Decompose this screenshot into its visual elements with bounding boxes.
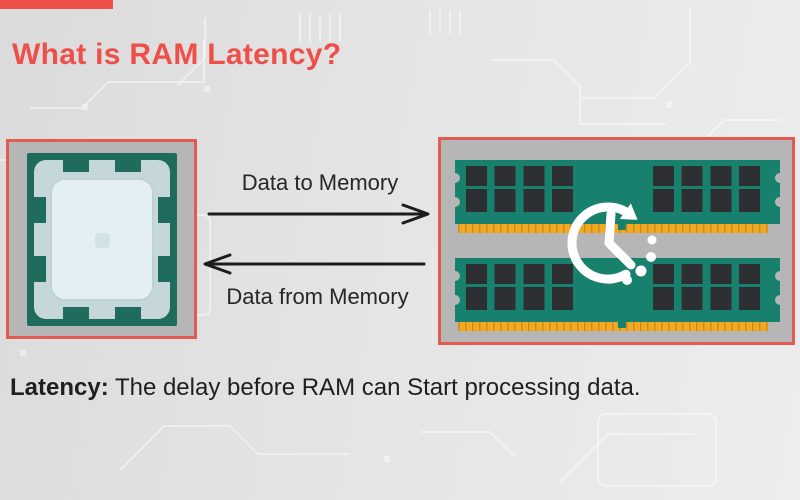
ram-illustration <box>438 137 795 345</box>
cpu-illustration <box>6 139 197 339</box>
ram-edge-notch <box>775 173 785 183</box>
data-from-memory-label: Data from Memory <box>226 284 409 309</box>
ram-edge-notch <box>450 271 460 281</box>
page-title: What is RAM Latency? <box>12 38 342 71</box>
ram-chips <box>653 166 760 186</box>
definition-text: The delay before RAM can Start processin… <box>114 374 641 401</box>
top-accent-bar <box>0 0 113 9</box>
arrow-right-icon <box>207 203 430 225</box>
ram-chips <box>466 189 573 212</box>
ram-edge-notch <box>450 197 460 207</box>
ram-edge-notch <box>450 295 460 305</box>
arrow-left-icon <box>203 253 426 275</box>
ram-gold-contacts <box>458 322 768 331</box>
ram-stick-bottom <box>450 258 785 331</box>
ram-chips <box>466 166 573 186</box>
ram-chips <box>466 287 573 310</box>
ram-edge-notch <box>775 271 785 281</box>
latency-definition: Latency: The delay before RAM can Start … <box>10 374 641 402</box>
cpu-chip-icon <box>26 152 177 326</box>
ram-key-notch <box>618 322 626 328</box>
ram-edge-notch <box>775 295 785 305</box>
ram-edge-notch <box>775 197 785 207</box>
ram-chips <box>653 287 760 310</box>
ram-chips <box>466 264 573 284</box>
ram-chips <box>653 189 760 212</box>
ram-chips <box>653 264 760 284</box>
ram-edge-notch <box>450 173 460 183</box>
data-to-memory-label: Data to Memory <box>241 170 399 195</box>
clock-rotation-latency-icon <box>567 202 657 285</box>
definition-label: Latency: <box>10 374 109 401</box>
ram-key-notch <box>618 224 626 230</box>
